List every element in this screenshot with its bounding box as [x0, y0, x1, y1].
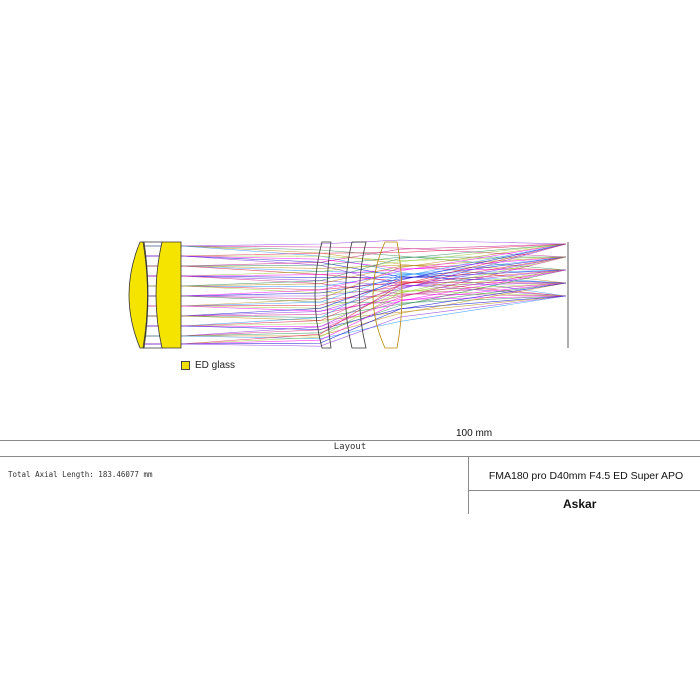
brand-logo: Askar — [563, 497, 597, 511]
ed-glass-swatch — [181, 361, 190, 370]
ray-line — [140, 295, 567, 312]
rear-lens-element-2 — [345, 241, 367, 349]
lens-title: FMA180 pro D40mm F4.5 ED Super APO — [488, 470, 684, 482]
ray-line — [140, 243, 567, 287]
rear-lens-element-1 — [314, 241, 332, 349]
layout-section-label: Layout — [333, 442, 367, 452]
legend-label: ED glass — [195, 360, 236, 371]
rear-lens-element-3 — [372, 241, 403, 349]
ray-line — [140, 269, 567, 327]
ray-bundle — [140, 239, 567, 347]
ray-line — [140, 239, 567, 247]
ray-line — [140, 282, 567, 318]
frame-top-line — [0, 440, 700, 441]
info-divider-horizontal — [468, 490, 700, 491]
axial-length-text: Total Axial Length: 183.46077 mm — [8, 470, 153, 479]
legend: ED glass — [181, 360, 235, 371]
frame-divider-line — [0, 456, 700, 457]
front-lens-element-3-ed — [155, 241, 182, 349]
scale-label: 100 mm — [456, 428, 493, 439]
ray-line — [140, 243, 567, 297]
info-divider-vertical — [468, 456, 469, 514]
optical-layout-diagram — [128, 239, 569, 349]
